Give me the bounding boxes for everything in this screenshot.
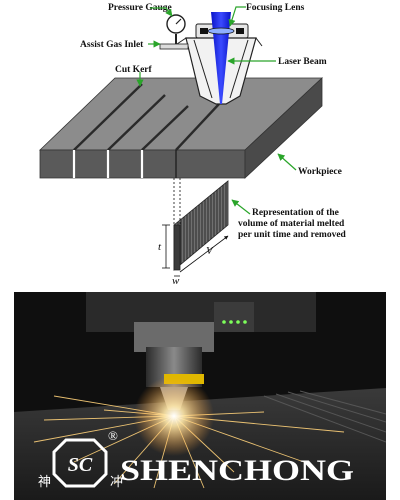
laser-cutting-photo: SC ® 神 冲 SHENCHONG	[14, 292, 386, 500]
kerf-line	[175, 103, 220, 151]
kerf-front-gaps	[72, 150, 144, 178]
registered-mark: ®	[108, 428, 118, 443]
arrow-focusing-lens	[228, 6, 246, 27]
photo-scene: SC ® 神 冲 SHENCHONG	[14, 292, 386, 500]
arrow-representation	[231, 199, 251, 215]
dimension-velocity: V	[206, 245, 214, 257]
arrow-workpiece	[277, 153, 297, 171]
removed-volume	[173, 178, 229, 271]
workpiece	[39, 77, 324, 179]
label-laser-beam: Laser Beam	[278, 57, 327, 67]
brand-logo: SC ® 神 冲 SHENCHONG	[38, 428, 354, 489]
kerf-line	[141, 105, 189, 151]
label-workpiece: Workpiece	[298, 167, 342, 177]
logo-monogram: SC	[68, 454, 93, 476]
pressure-gauge	[159, 14, 189, 50]
kerf-line	[73, 83, 143, 151]
dimension-width: w	[172, 275, 180, 285]
focusing-lens-element	[207, 27, 235, 35]
label-cut-kerf: Cut Kerf	[115, 65, 153, 75]
representation-caption-line2: volume of material melted	[238, 219, 345, 229]
cut-kerfs	[73, 83, 220, 151]
representation-caption-line1: Representation of the	[252, 208, 339, 218]
dimension-thickness: t	[158, 241, 162, 253]
label-focusing-lens: Focusing Lens	[246, 3, 305, 13]
volume-strip-side	[173, 224, 181, 271]
chinese-char-right: 冲	[110, 474, 123, 489]
kerf-line	[107, 94, 166, 151]
dimension-marks	[162, 224, 229, 277]
label-assist-gas-inlet: Assist Gas Inlet	[80, 40, 144, 50]
spark-glow	[134, 376, 214, 456]
leader-arrows	[136, 6, 297, 215]
logo-octagon	[52, 438, 108, 488]
brand-name: SHENCHONG	[120, 454, 354, 487]
label-pressure-gauge: Pressure Gauge	[108, 3, 172, 13]
representation-caption-line3: per unit time and removed	[238, 230, 347, 240]
chinese-char-left: 神	[38, 474, 51, 489]
laser-cutting-diagram: Pressure Gauge Focusing Lens Assist Gas …	[39, 3, 347, 285]
workpiece-side-face	[244, 77, 323, 179]
laser-beam	[211, 12, 231, 104]
arrow-pressure-gauge	[150, 7, 173, 17]
